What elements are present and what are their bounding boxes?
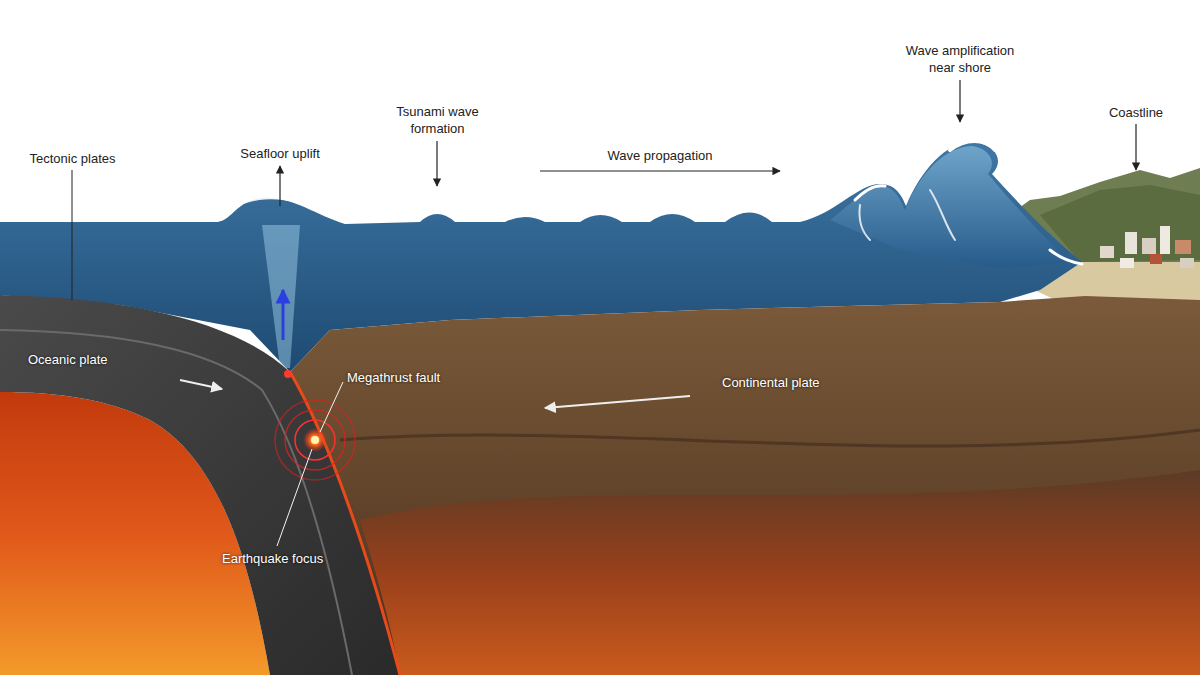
motion-arrow	[180, 380, 222, 389]
leader-arrow	[279, 166, 280, 206]
region-label: Coastline	[1090, 104, 1182, 121]
plate-label: Continental plate	[722, 374, 872, 391]
continental-band	[340, 430, 1200, 446]
leader-arrow	[1135, 124, 1136, 170]
uplift-column	[262, 225, 300, 368]
continental-lower-layer	[360, 470, 1200, 675]
process-label: Seafloor uplift	[225, 145, 335, 162]
continental-plate-rock	[290, 296, 1200, 675]
uplift-arrow	[282, 290, 285, 340]
region-label: Tectonic plates	[15, 150, 130, 167]
process-label: Wave amplification near shore	[895, 42, 1025, 76]
fault-label: Megathrust fault	[347, 369, 487, 386]
leader-line	[72, 170, 73, 300]
process-label: Wave propagation	[590, 147, 730, 164]
motion-arrow	[545, 396, 690, 408]
earthquake-focus-symbol	[275, 370, 355, 480]
process-label: Tsunami wave formation	[375, 103, 500, 137]
leader-line	[277, 449, 312, 546]
plate-label: Oceanic plate	[28, 351, 148, 368]
plate-layer	[0, 330, 352, 675]
direction-arrow	[540, 170, 780, 171]
leader-arrow	[959, 80, 960, 122]
leader-arrow	[436, 141, 437, 186]
leader-line	[320, 382, 343, 432]
fault-glow	[290, 372, 400, 675]
town	[1100, 226, 1194, 268]
oceanic-plate-rock	[0, 295, 400, 675]
wave-face	[830, 146, 1070, 268]
focus-label: Earthquake focus	[222, 550, 362, 567]
wave-foam	[230, 141, 1082, 264]
